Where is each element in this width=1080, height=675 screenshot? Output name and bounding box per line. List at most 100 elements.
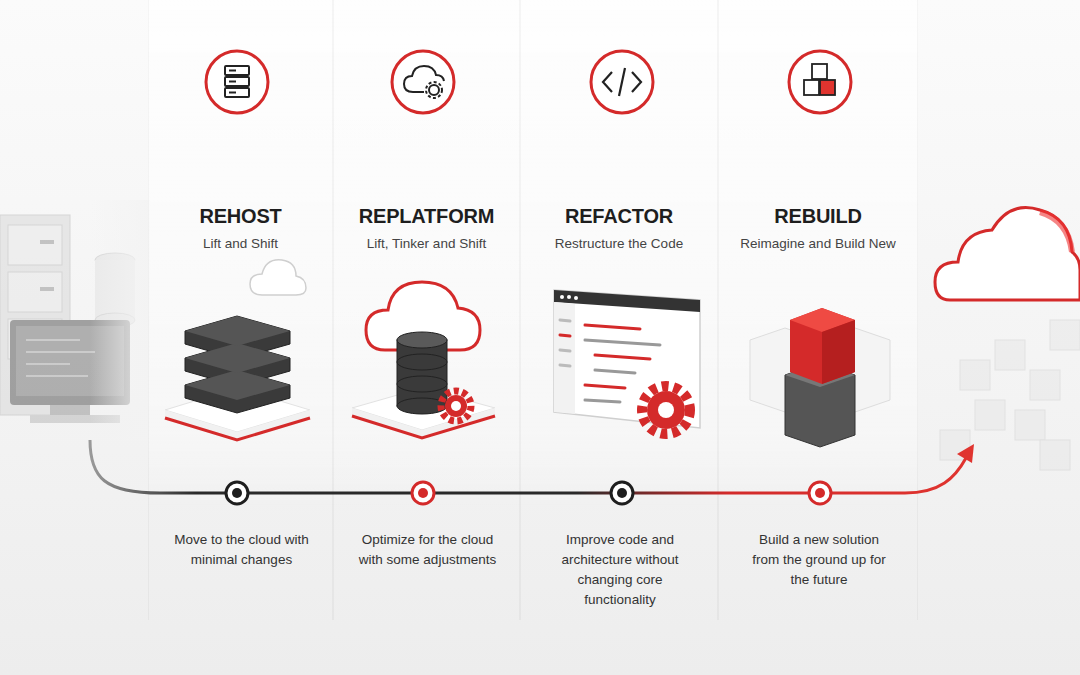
right-city-cubes-part [1040, 440, 1070, 470]
refactor-illustration-part-part [585, 340, 660, 345]
rebuild-illustration-part [790, 308, 855, 332]
rehost-illustration-part [165, 388, 310, 432]
code-icon [603, 68, 641, 96]
strategy-title: REHOST [149, 205, 332, 228]
timeline-part [90, 440, 966, 493]
replatform-illustration-part-part [397, 376, 447, 392]
strategy-column: REHOST Lift and ShiftMove to the cloud wi… [148, 0, 333, 620]
timeline-part [957, 444, 974, 463]
timeline-dots-part [611, 482, 633, 504]
left-server-racks-part [40, 240, 54, 244]
refactor-illustration-part-part [560, 365, 570, 366]
right-city-cubes-part [975, 400, 1005, 430]
right-city-cubes [940, 320, 1080, 470]
rehost-illustration-part-part [185, 370, 290, 413]
gear-symbol [642, 386, 690, 434]
rebuild-illustration-part [785, 363, 855, 387]
refactor-illustration-part [554, 302, 575, 414]
strategy-column: REBUILDReimagine and Build NewBuild a ne… [718, 0, 918, 620]
refactor-illustration-part [554, 290, 700, 312]
icon-circles-part [392, 51, 454, 113]
icon-circles-part [591, 51, 653, 113]
server-icon [225, 66, 249, 97]
timeline-dots-part [815, 488, 825, 498]
rebuild-illustration-part [820, 328, 890, 412]
server-icon-part [229, 70, 236, 72]
rebuild-illustration-part [822, 320, 855, 384]
right-city-cubes-part [1015, 410, 1045, 440]
rehost-illustration-part [250, 260, 306, 295]
icon-circles [206, 51, 851, 113]
strategy-subtitle: Lift and Shift [149, 236, 332, 251]
right-cloud [935, 208, 1080, 301]
refactor-illustration-part-part [560, 320, 570, 321]
strategy-description: Build a new solution from the ground up … [744, 530, 894, 590]
right-city-cubes-part [940, 430, 970, 460]
strategy-description: Improve code and architecture without ch… [555, 530, 685, 610]
refactor-illustration-part [560, 320, 660, 402]
cloud-gear-icon-part [429, 85, 439, 95]
gear-symbol-part [441, 391, 471, 421]
refactor-illustration-part [574, 296, 578, 300]
refactor-illustration-part-part [560, 335, 570, 336]
icon-circles-part [789, 51, 851, 113]
left-server-racks-part [26, 363, 70, 365]
replatform-illustration-part [352, 388, 495, 430]
replatform-illustration [352, 282, 495, 438]
gear-symbol-part [451, 401, 461, 411]
gear-symbol-part [642, 386, 690, 434]
left-server-racks-part [26, 375, 88, 377]
right-cloud-part [1040, 212, 1072, 252]
refactor-illustration-part-part [585, 400, 620, 402]
replatform-illustration-part [366, 282, 480, 350]
cubes-icon [804, 64, 835, 95]
code-icon-part [603, 72, 612, 92]
right-cloud-part [935, 208, 1080, 301]
code-icon-part [632, 72, 641, 92]
rehost-illustration [165, 260, 310, 440]
left-server-racks-part [50, 405, 90, 415]
timeline-dots-part [412, 482, 434, 504]
gear-symbol-part [647, 391, 685, 429]
rehost-illustration-part-part [185, 370, 290, 400]
gear-symbol [441, 391, 471, 421]
strategy-description: Move to the cloud with minimal changes [167, 530, 317, 570]
cubes-icon-part [820, 80, 835, 95]
gear-symbol-part [445, 395, 467, 417]
strategy-column: REPLATFORMLift, Tinker and ShiftOptimize… [333, 0, 520, 620]
strategy-column: REFACTORRestructure the CodeImprove code… [520, 0, 718, 620]
strategy-subtitle: Reimagine and Build New [719, 236, 917, 251]
code-icon-part [619, 68, 625, 96]
rebuild-illustration-part [750, 328, 820, 412]
timeline-dots-part [226, 482, 248, 504]
timeline [90, 440, 974, 504]
cloud-gear-icon-part [413, 91, 424, 93]
rehost-illustration-part [185, 316, 290, 400]
right-city-cubes-part [1050, 320, 1080, 350]
refactor-illustration-part-part [560, 350, 570, 351]
strategy-title: REPLATFORM [334, 205, 519, 228]
fade-overlay [90, 200, 150, 440]
rebuild-illustration [750, 308, 890, 447]
refactor-illustration-part [560, 295, 564, 299]
replatform-illustration-part-part [397, 398, 447, 414]
rebuild-illustration-part [785, 363, 855, 447]
refactor-illustration-part [567, 295, 571, 299]
strategy-subtitle: Lift, Tinker and Shift [334, 236, 519, 251]
replatform-illustration-part-part [397, 332, 447, 348]
refactor-illustration-part-part [585, 385, 625, 388]
right-city-cubes-part [995, 340, 1025, 370]
cubes-icon-part [812, 64, 827, 79]
timeline-dots [226, 482, 831, 504]
cloud-gear-icon-part [426, 82, 442, 98]
replatform-illustration-part [397, 332, 447, 414]
right-city-cubes-part [1030, 370, 1060, 400]
rehost-illustration-part-part [185, 316, 290, 359]
left-server-racks-part [26, 351, 95, 353]
left-server-racks-part [26, 339, 80, 341]
rehost-illustration-part-part [185, 343, 290, 373]
replatform-illustration-part-part [397, 354, 447, 370]
right-city-cubes-part [960, 360, 990, 390]
rebuild-illustration-part [790, 308, 855, 384]
